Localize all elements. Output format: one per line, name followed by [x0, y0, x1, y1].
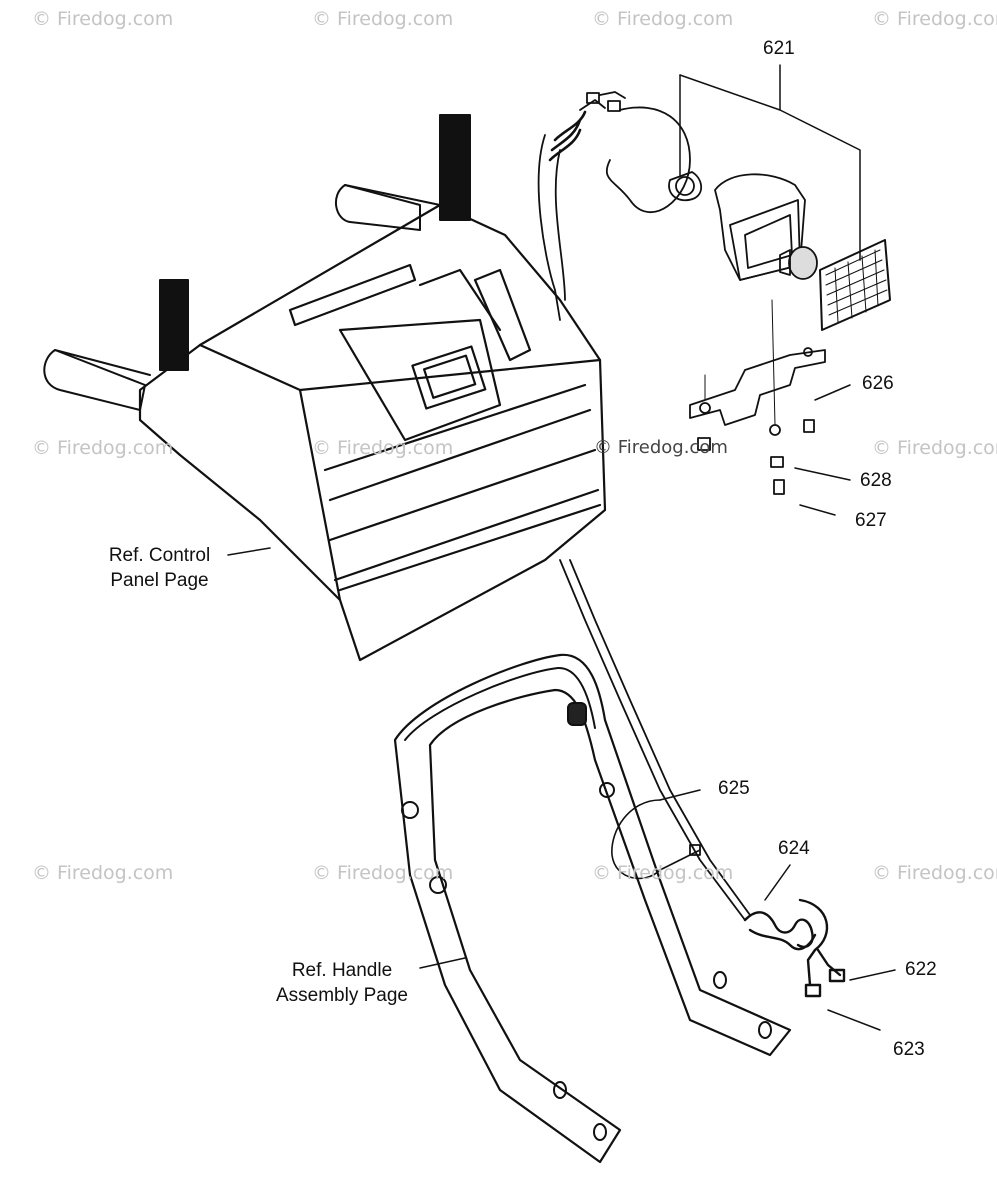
bracket-621 [679, 74, 861, 261]
handle-assembly [393, 653, 792, 1164]
callout-627: 627 [855, 510, 887, 531]
watermark: © Firedog.com [872, 8, 997, 30]
wiring-harness [537, 91, 846, 998]
leader-control-panel [227, 547, 271, 556]
headlight-lens [819, 239, 891, 331]
leader-624 [764, 864, 791, 901]
callout-621: 621 [763, 38, 795, 59]
leader-628 [794, 467, 851, 481]
callout-622: 622 [905, 959, 937, 980]
callout-624: 624 [778, 838, 810, 859]
callout-623: 623 [893, 1039, 925, 1060]
watermark: © Firedog.com [592, 8, 734, 30]
leader-lines [227, 64, 896, 1031]
ref-handle-label: Ref. Handle Assembly Page [258, 958, 426, 1008]
leader-625 [659, 789, 701, 801]
headlight-assembly [668, 171, 891, 495]
leader-627 [799, 504, 836, 516]
ref-handle-line2: Assembly Page [275, 985, 408, 1006]
watermark: © Firedog.com [32, 437, 174, 459]
control-panel-housing [138, 203, 607, 662]
watermark: © Firedog.com [872, 862, 997, 884]
callout-625: 625 [718, 778, 750, 799]
leader-626 [814, 384, 851, 401]
leader-622 [849, 969, 896, 981]
callout-626: 626 [862, 373, 894, 394]
leader-handle [419, 957, 466, 969]
watermark: © Firedog.com [312, 437, 454, 459]
watermark: © Firedog.com [592, 862, 734, 884]
leader-623 [827, 1009, 881, 1031]
ref-control-panel-label: Ref. Control Panel Page [92, 543, 227, 593]
upper-handle-tubes [43, 114, 471, 411]
coil-624 [743, 898, 846, 998]
ref-control-panel-line2: Panel Page [110, 570, 209, 591]
watermark: © Firedog.com [312, 862, 454, 884]
mounting-bracket-626 [689, 299, 826, 495]
watermark: © Firedog.com [32, 862, 174, 884]
watermark: © Firedog.com [594, 437, 728, 458]
watermark: © Firedog.com [32, 8, 174, 30]
handle-bolts [401, 702, 615, 894]
ref-control-panel-line1: Ref. Control [108, 545, 211, 566]
ref-handle-line1: Ref. Handle [291, 960, 393, 981]
watermark: © Firedog.com [312, 8, 454, 30]
callout-628: 628 [860, 470, 892, 491]
watermark: © Firedog.com [872, 437, 997, 459]
